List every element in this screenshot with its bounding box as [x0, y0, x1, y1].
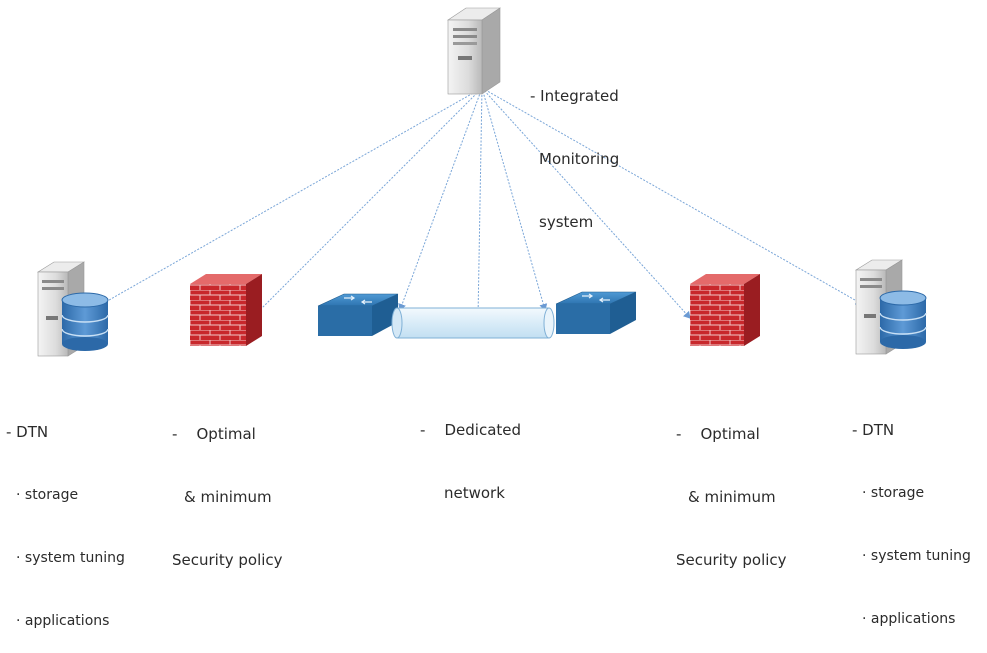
link-to-right-dtn: [481, 87, 863, 305]
dtn-title: - DTN: [6, 423, 49, 441]
monitoring-server-icon: [447, 7, 501, 95]
dtn-item: · storage: [16, 487, 79, 503]
security-label-line: Security policy: [676, 551, 787, 569]
monitoring-label-line: - Integrated: [530, 87, 619, 105]
left-dtn-label: - DTN · storage · system tuning · applic…: [6, 380, 125, 653]
dtn-item: · storage: [862, 485, 925, 501]
dtn-item: · system tuning: [16, 550, 125, 566]
link-to-network-mid: [477, 87, 483, 319]
left-security-label: - Optimal & minimum Security policy: [172, 382, 283, 592]
dtn-item: · applications: [862, 611, 956, 627]
link-to-network-left: [398, 87, 483, 311]
left-switch-icon: [317, 293, 399, 336]
right-security-label: - Optimal & minimum Security policy: [676, 382, 787, 592]
dedicated-network-pipe: [391, 307, 555, 339]
right-database-icon: [879, 290, 927, 349]
right-dtn-label: - DTN · storage · system tuning · applic…: [852, 378, 971, 651]
network-label-line: - Dedicated: [420, 421, 522, 439]
link-to-left-dtn: [94, 87, 483, 309]
monitoring-label-line: system: [539, 213, 594, 231]
monitoring-label-line: Monitoring: [539, 150, 620, 168]
network-label: - Dedicated network: [420, 378, 521, 525]
link-to-left-firewall: [251, 87, 483, 319]
security-label-line: & minimum: [184, 488, 272, 506]
network-label-line: network: [444, 484, 505, 502]
security-label-line: - Optimal: [172, 425, 256, 443]
dtn-title: - DTN: [852, 421, 895, 439]
dtn-item: · applications: [16, 613, 110, 629]
security-label-line: & minimum: [688, 488, 776, 506]
security-label-line: - Optimal: [676, 425, 760, 443]
security-label-line: Security policy: [172, 551, 283, 569]
right-switch-icon: [555, 291, 637, 334]
link-to-right-firewall: [481, 87, 691, 319]
network-diagram: [36, 7, 927, 357]
dtn-item: · system tuning: [862, 548, 971, 564]
monitoring-links: [94, 87, 863, 319]
monitoring-label: - Integrated Monitoring system: [530, 44, 619, 254]
right-firewall-icon: [690, 274, 760, 346]
left-firewall-icon: [190, 274, 262, 346]
left-database-icon: [61, 292, 109, 351]
